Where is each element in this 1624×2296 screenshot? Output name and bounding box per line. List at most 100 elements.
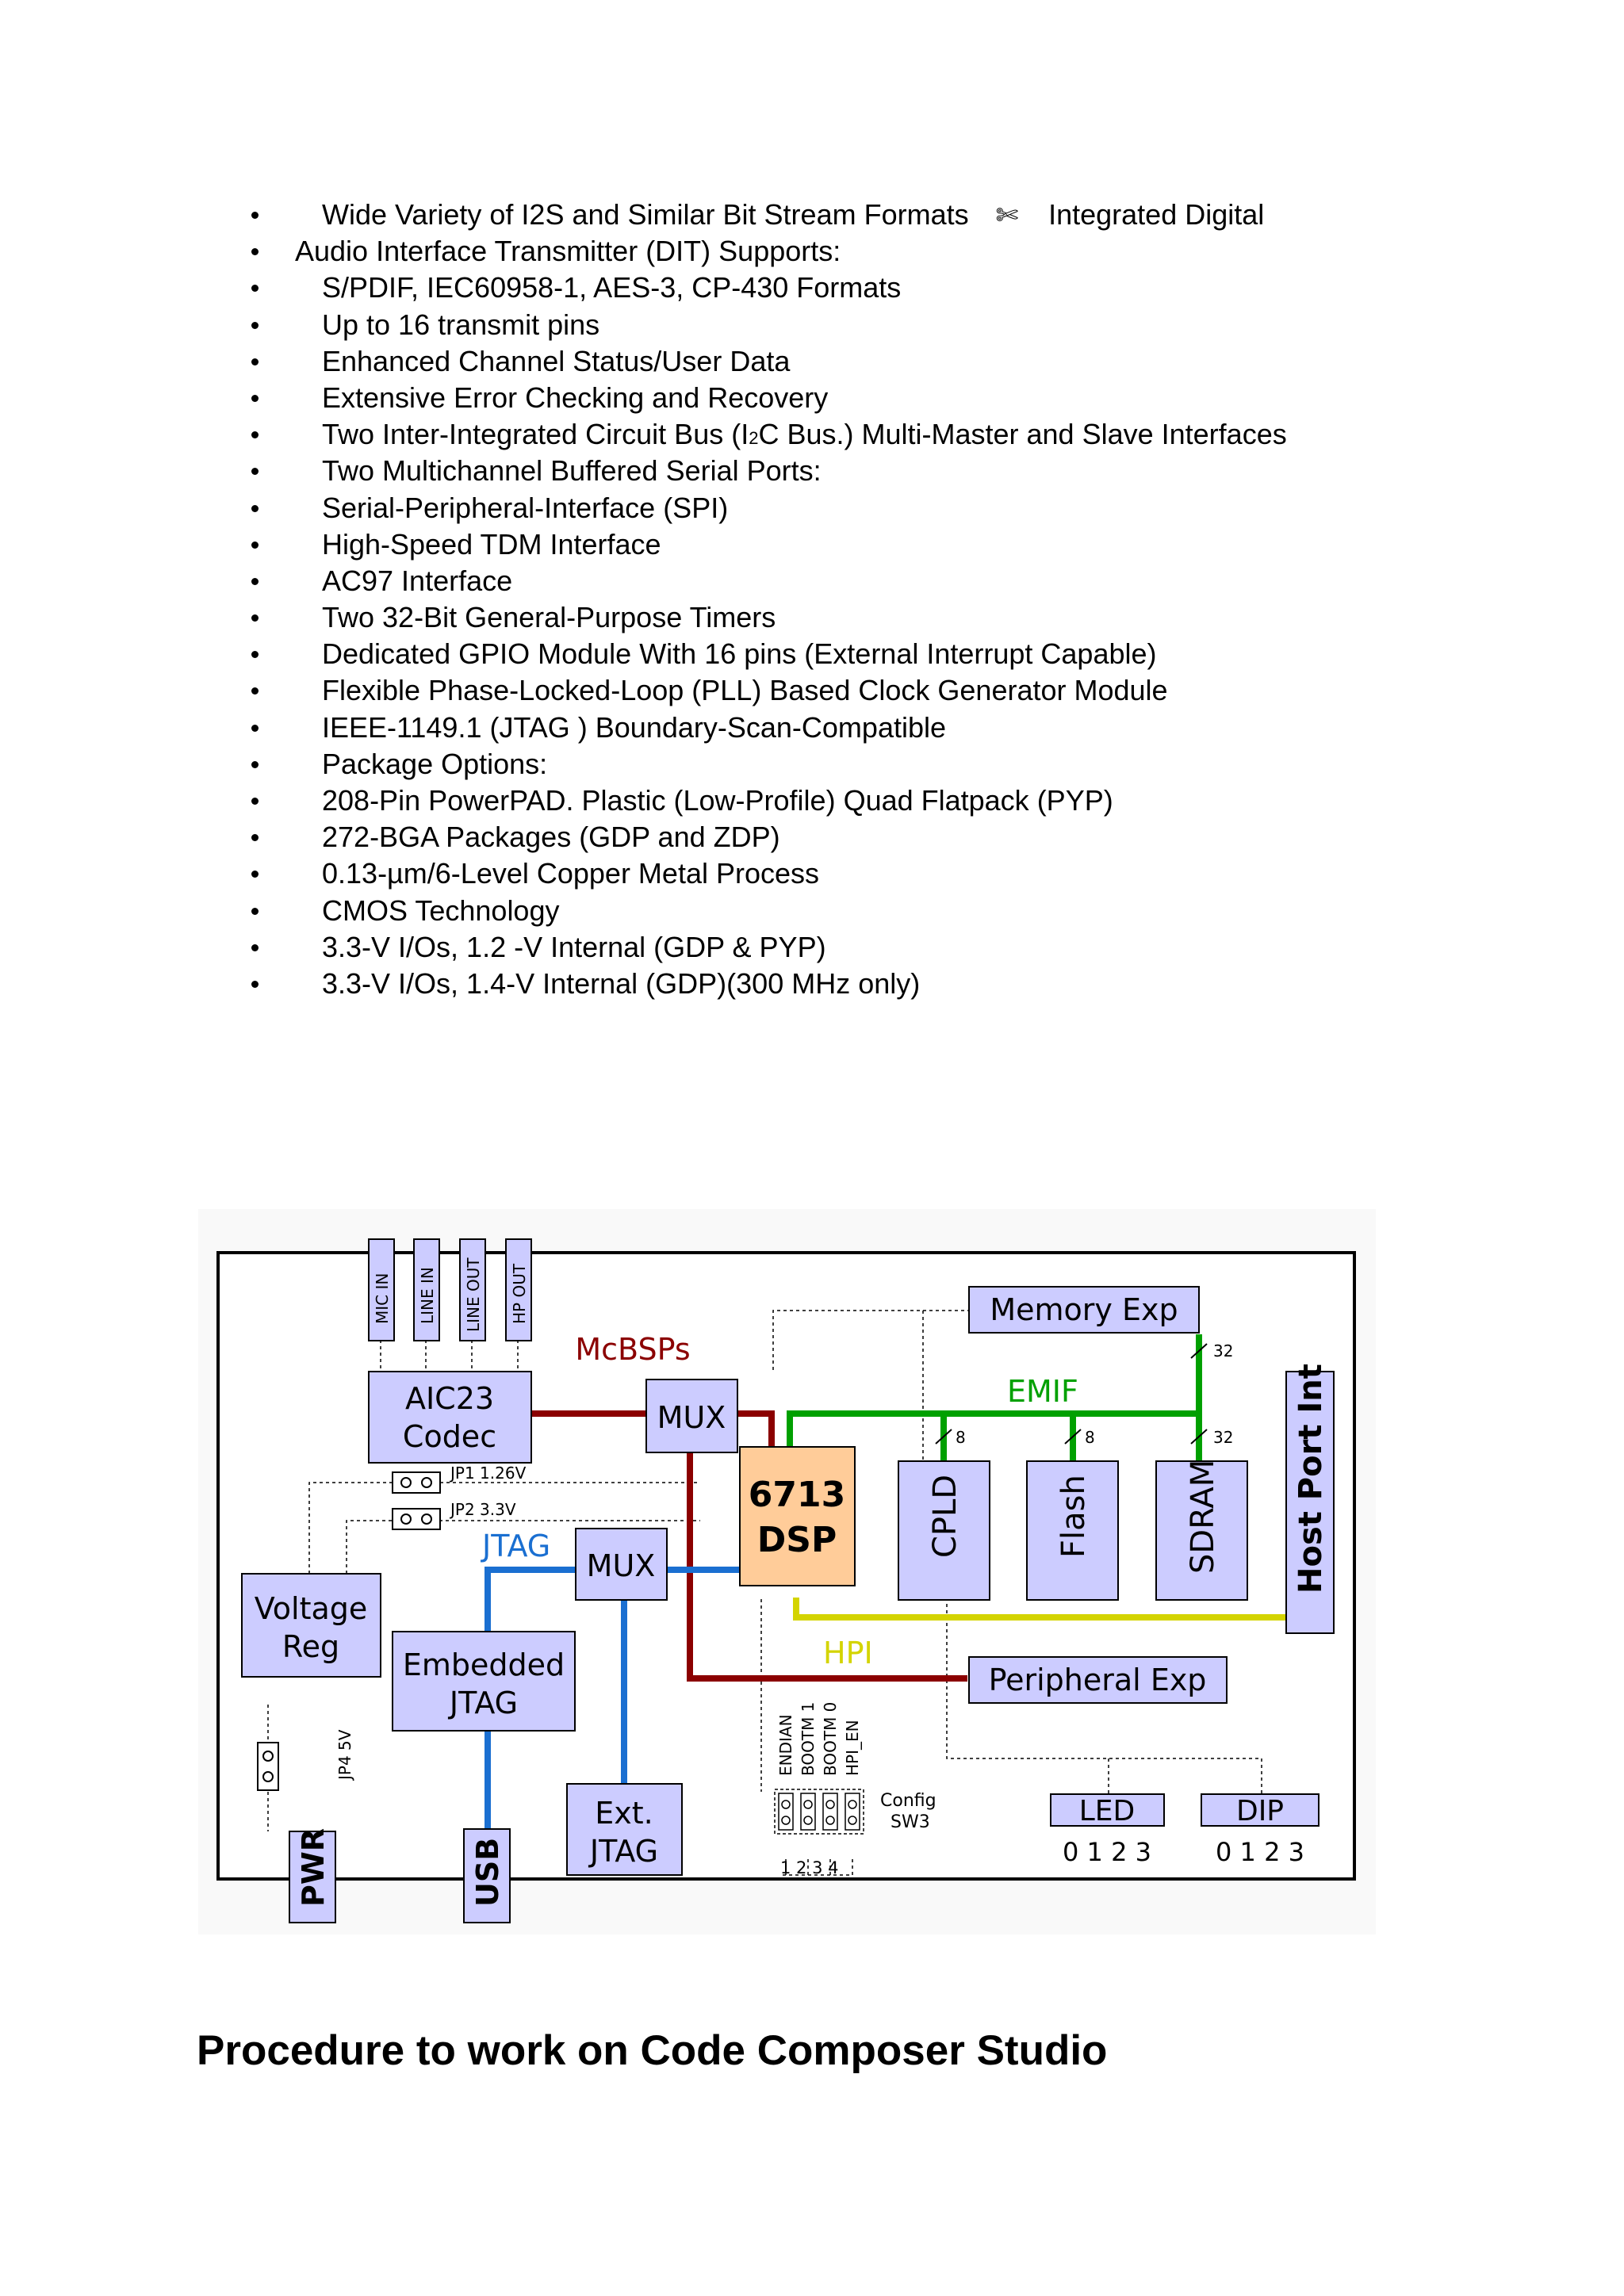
switch-pin [781, 1800, 791, 1809]
ext-label: Ext. [595, 1796, 653, 1831]
hp-out-label: HP OUT [510, 1263, 529, 1324]
jp2-jumper [392, 1508, 441, 1530]
sdram-bus-width: 32 [1213, 1428, 1233, 1447]
switch-numbers: 1 2 3 4 [780, 1858, 838, 1877]
memory-exp-block [968, 1286, 1200, 1334]
embedded-jtag-label: JTAG [448, 1686, 518, 1720]
bus-width-tick [1064, 1429, 1082, 1445]
hpi-en-label: HPI_EN [843, 1720, 862, 1776]
aic23-label: AIC23 [405, 1381, 494, 1416]
sdram-label: SDRAM [1185, 1460, 1221, 1574]
jumper-pin [421, 1477, 432, 1488]
bullet-icon [251, 980, 259, 988]
jumper-pin [262, 1771, 274, 1782]
embedded-label: Embedded [403, 1647, 565, 1682]
mic-in-label: MIC IN [373, 1273, 392, 1324]
jp4-label: JP4 5V [335, 1729, 354, 1781]
switch-pin [803, 1816, 813, 1825]
bullet-icon [251, 834, 259, 842]
section-heading: Procedure to work on Code Composer Studi… [197, 2027, 1108, 2074]
host-port-block [1285, 1371, 1335, 1634]
bullet-icon [251, 687, 259, 695]
peripheral-exp-label: Peripheral Exp [989, 1663, 1207, 1697]
list-item: AC97 Interface [238, 563, 1287, 599]
voltage-label: Voltage [255, 1591, 368, 1626]
bullet-icon [251, 248, 259, 256]
switch-pin [848, 1816, 857, 1825]
list-item: CMOS Technology [238, 893, 1287, 929]
mcbsps-label: McBSPs [575, 1332, 690, 1367]
cpld-label: CPLD [927, 1475, 963, 1558]
ext-jtag-block [566, 1783, 683, 1876]
host-port-label: Host Port Int [1293, 1364, 1329, 1594]
jumper-pin [400, 1513, 412, 1525]
scissors-icon: ✄ [995, 201, 1019, 231]
jp1-label: JP1 1.26V [449, 1464, 527, 1483]
config-label: Config [880, 1791, 936, 1811]
feature-list: Wide Variety of I2S and Similar Bit Stre… [238, 197, 1287, 1002]
mic-in-connector [368, 1238, 395, 1341]
list-item: Serial-Peripheral-Interface (SPI) [238, 490, 1287, 526]
dip-digits: 0 1 2 3 [1216, 1837, 1304, 1867]
switch-pin [848, 1800, 857, 1809]
bullet-icon [251, 468, 259, 476]
list-item: 272-BGA Packages (GDP and ZDP) [238, 819, 1287, 855]
bullet-icon [251, 614, 259, 622]
bus-width-tick [935, 1429, 952, 1445]
jp1-jumper [392, 1471, 441, 1494]
pwr-label: PWR [296, 1828, 331, 1907]
list-item: 0.13-µm/6-Level Copper Metal Process [238, 855, 1287, 892]
list-item: High-Speed TDM Interface [238, 526, 1287, 563]
list-item: 3.3-V I/Os, 1.2 -V Internal (GDP & PYP) [238, 929, 1287, 966]
sw3-label: SW3 [891, 1812, 930, 1832]
jp2-label: JP2 3.3V [449, 1500, 516, 1519]
list-item: Dedicated GPIO Module With 16 pins (Exte… [238, 636, 1287, 672]
hp-out-connector [505, 1238, 532, 1341]
bullet-icon [251, 907, 259, 915]
usb-block [463, 1828, 511, 1923]
list-item: Extensive Error Checking and Recovery [238, 380, 1287, 416]
dip-block [1201, 1793, 1320, 1827]
flash-bus-width: 8 [1085, 1428, 1095, 1447]
dsp-number-label: 6713 [749, 1475, 845, 1515]
embedded-jtag-block [392, 1631, 576, 1732]
bullet-icon [251, 504, 259, 512]
jumper-pin [421, 1513, 432, 1525]
led-block [1050, 1793, 1165, 1827]
bullet-icon [251, 724, 259, 732]
list-item: Two Multichannel Buffered Serial Ports: [238, 453, 1287, 489]
switch-pin [825, 1816, 835, 1825]
list-item: Enhanced Channel Status/User Data [238, 343, 1287, 380]
voltage-reg-block [241, 1573, 381, 1678]
bullet-icon [251, 871, 259, 878]
bullet-icon [251, 212, 259, 219]
flash-label: Flash [1055, 1475, 1092, 1558]
line-out-connector [459, 1238, 486, 1341]
line-in-label: LINE IN [418, 1267, 437, 1324]
bootm0-label: BOOTM 0 [821, 1702, 840, 1776]
jumper-pin [400, 1477, 412, 1488]
led-digits: 0 1 2 3 [1063, 1837, 1151, 1867]
dsk-block-diagram: MIC IN LINE IN LINE OUT HP OUT AIC23 Cod… [198, 1209, 1376, 1934]
bus-width-tick [1190, 1429, 1208, 1445]
jtag-mux-block [575, 1528, 668, 1601]
jtag-mux-label: MUX [587, 1548, 656, 1583]
bullet-icon [251, 651, 259, 659]
emif-label: EMIF [1007, 1374, 1078, 1409]
list-item: Flexible Phase-Locked-Loop (PLL) Based C… [238, 672, 1287, 709]
list-item: 3.3-V I/Os, 1.4-V Internal (GDP)(300 MHz… [238, 966, 1287, 1002]
jumper-pin [262, 1751, 274, 1762]
switch-pin [781, 1816, 791, 1825]
switch-pin [803, 1800, 813, 1809]
jp4-jumper [257, 1742, 279, 1791]
bullet-icon [251, 431, 259, 439]
bullet-icon [251, 541, 259, 549]
config-switch-sw3: ENDIAN BOOTM 1 BOOTM 0 HPI_EN 1 2 3 4 Co… [774, 1702, 936, 1877]
bullet-icon [251, 358, 259, 365]
hpi-label: HPI [823, 1636, 873, 1670]
codec-label: Codec [403, 1419, 496, 1454]
reg-label: Reg [282, 1629, 339, 1664]
memory-bus-width: 32 [1213, 1341, 1233, 1360]
aic23-codec-block [368, 1371, 532, 1464]
dsp-block [739, 1446, 856, 1586]
